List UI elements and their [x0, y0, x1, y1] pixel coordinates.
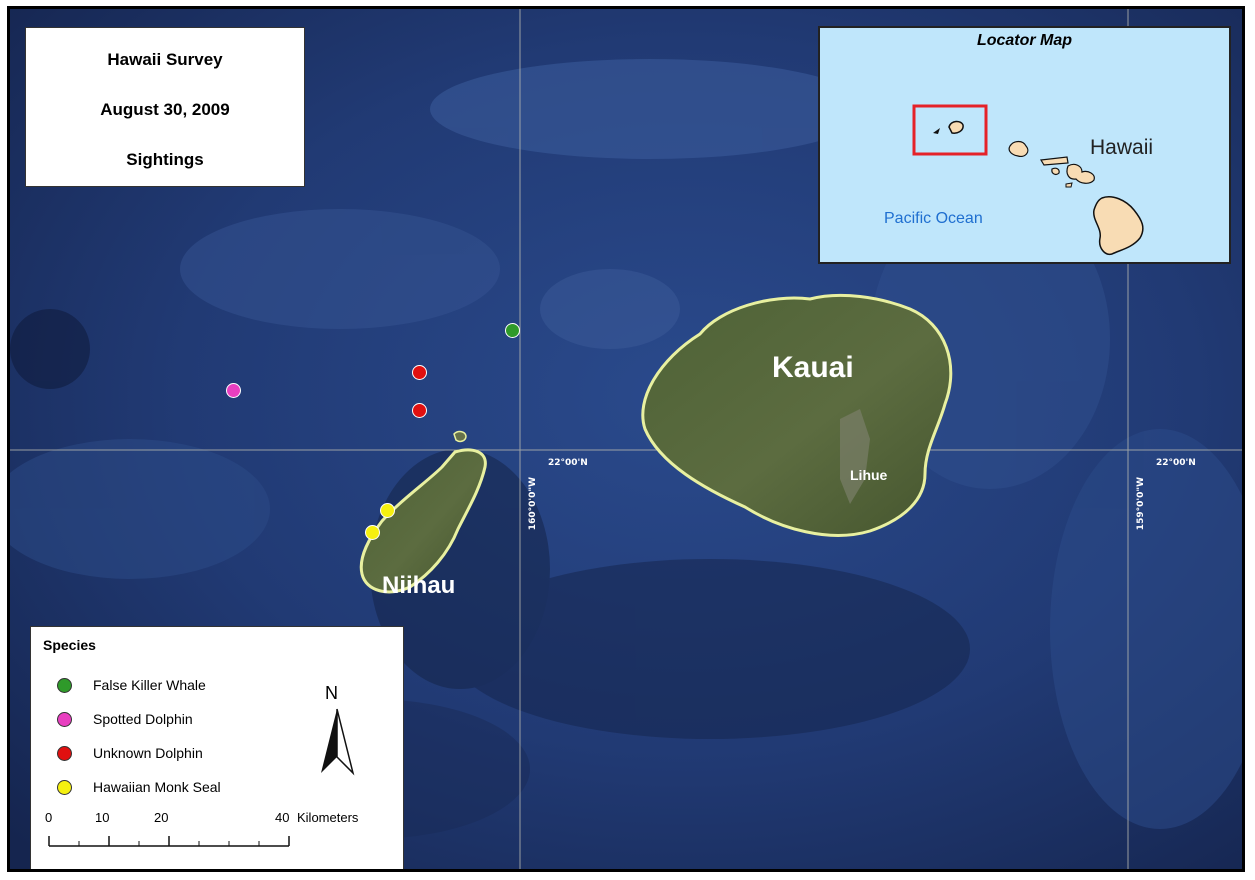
- scale-tick-0: 0: [45, 810, 53, 825]
- scale-bar: [48, 836, 290, 847]
- kauai-label: Kauai: [772, 351, 854, 384]
- scale-tick-20: 20: [154, 810, 169, 825]
- kauai-island: [641, 293, 953, 537]
- locator-map-islands: [912, 104, 1144, 256]
- scale-unit: Kilometers: [297, 810, 359, 825]
- legend-item-hawaiian-monk-seal: Hawaiian Monk Seal: [57, 776, 221, 798]
- lehua-islet: [453, 430, 467, 443]
- locator-ocean-label: Pacific Ocean: [884, 210, 983, 227]
- survey-date: August 30, 2009: [100, 100, 230, 119]
- sighting-marker-false-killer-whale[interactable]: [505, 323, 520, 338]
- north-label: N: [325, 683, 338, 703]
- locator-highlight-box: [912, 104, 988, 156]
- sighting-marker-unknown-dolphin[interactable]: [412, 403, 427, 418]
- legend-item-label: Spotted Dolphin: [93, 711, 193, 727]
- ocean-texture: [10, 59, 1242, 839]
- sighting-marker-spotted-dolphin[interactable]: [226, 383, 241, 398]
- map-frame: Kauai Niihau Lihue 22°00'N 22°00'N 160°0…: [7, 6, 1245, 872]
- legend-swatch-green: [57, 677, 72, 693]
- scale-tick-40: 40: [275, 810, 290, 825]
- legend-item-label: Hawaiian Monk Seal: [93, 779, 221, 795]
- species-legend: Species False Killer Whale Spotted Dolph…: [30, 626, 404, 869]
- legend-swatch-red: [57, 745, 72, 761]
- latitude-label-left: 22°00'N: [548, 458, 588, 468]
- legend-title: Species: [43, 637, 96, 653]
- sighting-marker-hawaiian-monk-seal[interactable]: [365, 525, 380, 540]
- locator-map[interactable]: Locator Map Hawaii Pacific Ocean: [818, 26, 1231, 264]
- legend-item-label: False Killer Whale: [93, 677, 206, 693]
- locator-hawaii-label: Hawaii: [1090, 136, 1154, 159]
- latitude-label-right: 22°00'N: [1156, 458, 1196, 468]
- north-arrow-icon: [321, 708, 355, 776]
- survey-subtitle: Sightings: [126, 150, 204, 169]
- sighting-marker-unknown-dolphin[interactable]: [412, 365, 427, 380]
- kauai-mountains: [840, 409, 870, 504]
- legend-item-unknown-dolphin: Unknown Dolphin: [57, 742, 203, 764]
- longitude-label-left: 160°0'0"W: [528, 477, 538, 531]
- map-title-box: Hawaii Survey August 30, 2009 Sightings: [25, 27, 305, 187]
- legend-item-false-killer-whale: False Killer Whale: [57, 674, 206, 696]
- legend-swatch-yellow: [57, 779, 72, 795]
- legend-swatch-magenta: [57, 711, 72, 727]
- locator-map-title: Locator Map: [976, 32, 1073, 49]
- scale-tick-10: 10: [95, 810, 110, 825]
- longitude-label-right: 159°0'0"W: [1136, 477, 1146, 531]
- lihue-label: Lihue: [850, 467, 888, 483]
- legend-item-label: Unknown Dolphin: [93, 745, 203, 761]
- sighting-marker-hawaiian-monk-seal[interactable]: [380, 503, 395, 518]
- legend-item-spotted-dolphin: Spotted Dolphin: [57, 708, 193, 730]
- niihau-label: Niihau: [382, 572, 456, 599]
- survey-title: Hawaii Survey: [107, 50, 223, 69]
